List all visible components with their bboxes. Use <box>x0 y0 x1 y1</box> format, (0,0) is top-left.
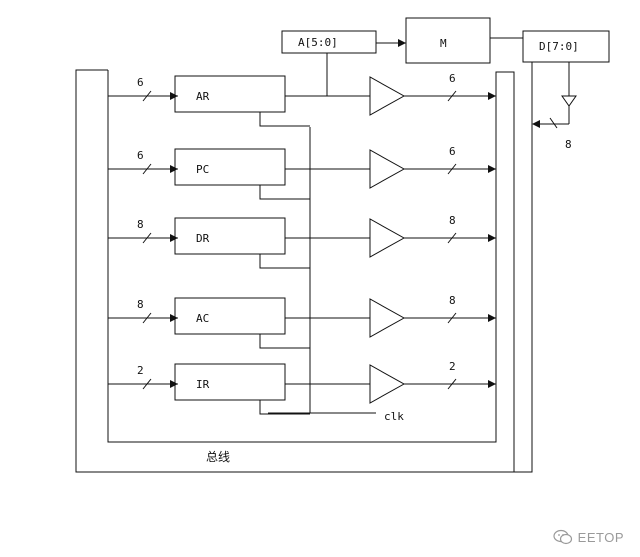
ar-to-bus-arrowhead <box>488 92 496 100</box>
data-width-slash <box>549 117 558 129</box>
ac-buffer <box>369 298 406 338</box>
ar-input-arrowhead <box>170 92 178 100</box>
ac-output-width-slash <box>447 312 457 324</box>
data-label: D[7:0] <box>539 40 579 53</box>
ir-clock-wire <box>259 400 310 415</box>
pc-buffer <box>369 149 406 189</box>
ar-input-width-slash <box>142 90 152 102</box>
dr-output-width-slash <box>447 232 457 244</box>
pc-input-width-slash <box>142 163 152 175</box>
memory-box <box>405 17 491 64</box>
ir-input-width: 2 <box>137 364 144 377</box>
watermark: EETOP <box>553 529 624 545</box>
ir-label: IR <box>196 378 210 391</box>
register-row-pc: PC 6 6 <box>108 145 496 200</box>
ir-register-box <box>174 363 286 401</box>
ar-label: AR <box>196 90 210 103</box>
address-label: A[5:0] <box>298 36 338 49</box>
memory-label: M <box>440 37 447 50</box>
ir-input-arrowhead <box>170 380 178 388</box>
ac-input-width-slash <box>142 312 152 324</box>
pc-to-bus-arrowhead <box>488 165 496 173</box>
ac-input-width: 8 <box>137 298 144 311</box>
address-register-box <box>281 30 377 54</box>
ar-buffer <box>369 76 406 116</box>
ac-output-width: 8 <box>449 294 456 307</box>
pc-clock-wire <box>259 185 310 200</box>
ir-output-width-slash <box>447 378 457 390</box>
data-register-box <box>522 30 610 63</box>
ac-input-arrowhead <box>170 314 178 322</box>
pc-input-arrowhead <box>170 165 178 173</box>
ir-output-width: 2 <box>449 360 456 373</box>
pc-input-width: 6 <box>137 149 144 162</box>
ar-output-width: 6 <box>449 72 456 85</box>
ac-to-bus-arrowhead <box>488 314 496 322</box>
data-buffer <box>561 95 577 107</box>
ac-register-box <box>174 297 286 335</box>
register-row-ac: AC 8 8 <box>108 294 496 349</box>
watermark-text: EETOP <box>577 529 624 545</box>
dr-input-width-slash <box>142 232 152 244</box>
register-row-dr: DR 8 8 <box>108 214 496 269</box>
bus-label: 总线 <box>206 450 230 464</box>
ac-clock-wire <box>259 334 310 349</box>
dr-input-arrowhead <box>170 234 178 242</box>
pc-output-width: 6 <box>449 145 456 158</box>
ar-register-box <box>174 75 286 113</box>
dr-clock-wire <box>259 254 310 269</box>
pc-register-box <box>174 148 286 186</box>
addr-mem-arrowhead <box>398 39 406 47</box>
dr-input-width: 8 <box>137 218 144 231</box>
register-row-ar: AR 6 6 <box>108 72 496 127</box>
pc-output-width-slash <box>447 163 457 175</box>
ir-buffer <box>369 364 406 404</box>
ac-label: AC <box>196 312 209 325</box>
dr-buffer <box>369 218 406 258</box>
pc-label: PC <box>196 163 209 176</box>
ir-to-bus-arrowhead <box>488 380 496 388</box>
register-row-ir: IR 2 2 <box>108 360 496 415</box>
wechat-icon <box>553 529 572 545</box>
dr-label: DR <box>196 232 210 245</box>
dr-register-box <box>174 217 286 255</box>
clock-label: clk <box>384 410 404 423</box>
bus-outline <box>75 62 533 473</box>
ar-output-width-slash <box>447 90 457 102</box>
dr-to-bus-arrowhead <box>488 234 496 242</box>
data-width-label: 8 <box>565 138 572 151</box>
ar-clock-wire <box>259 112 310 127</box>
ar-input-width: 6 <box>137 76 144 89</box>
ir-input-width-slash <box>142 378 152 390</box>
data-bus-arrowhead <box>532 120 540 128</box>
dr-output-width: 8 <box>449 214 456 227</box>
